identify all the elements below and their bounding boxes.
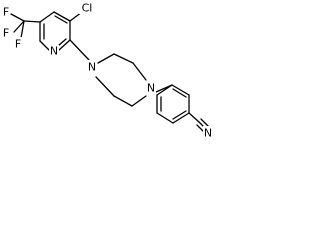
atom-label-layer: F F F Cl N N N N <box>1 1 214 140</box>
bond-c2-piperazine <box>69 39 90 61</box>
bond-c2-n <box>58 39 71 51</box>
molecule-structure: F F F Cl N N N N <box>1 1 214 140</box>
atom-f1: F <box>1 6 10 19</box>
atom-pyridine-n-label: N <box>50 45 58 58</box>
atom-f3: F <box>14 37 23 51</box>
atom-cl-label: Cl <box>82 2 93 15</box>
atom-piperazine-n1-label: N <box>88 61 96 74</box>
atom-pyridine-n: N <box>49 45 59 58</box>
bond-pip-4 <box>131 95 147 107</box>
bond-ph-cn <box>188 112 200 123</box>
bond-ph-3-double <box>172 110 187 120</box>
bond-layer <box>10 11 210 134</box>
bond-c5-c4 <box>39 11 55 23</box>
atom-f2-label: F <box>3 27 9 40</box>
bond-c4-c3 <box>53 11 71 22</box>
bond-c4-c3-double <box>54 15 68 24</box>
bond-c2-n-double <box>57 38 67 47</box>
atom-piperazine-n2-label: N <box>147 82 155 95</box>
bond-f1-cf3 <box>10 13 25 22</box>
bond-pip-1 <box>97 53 115 64</box>
bond-cn-triple-b <box>200 118 210 128</box>
bond-ph-3 <box>172 112 190 124</box>
bond-cf3-ring <box>23 20 41 23</box>
atom-f2: F <box>1 26 10 40</box>
bond-pip-5 <box>113 95 133 107</box>
atom-f3-label: F <box>15 38 21 51</box>
bond-ph-6 <box>156 84 173 96</box>
bond-pip-6 <box>95 76 115 97</box>
atom-nitrile-n-label: N <box>204 127 212 140</box>
bond-ph-1 <box>171 84 190 96</box>
atom-nitrile-n: N <box>203 126 214 140</box>
atom-f1-label: F <box>3 6 9 19</box>
atom-piperazine-n1: N <box>87 60 97 74</box>
bond-pip-2 <box>113 53 134 64</box>
bond-ph-1-double <box>172 88 187 98</box>
atom-cl: Cl <box>79 1 94 15</box>
bond-f2-cf3 <box>13 20 25 33</box>
bond-f3-cf3 <box>20 20 25 39</box>
atom-piperazine-n2: N <box>146 81 156 95</box>
bond-pip-3 <box>132 62 147 81</box>
bond-ph-4 <box>156 112 174 124</box>
bond-n-c6 <box>39 40 50 51</box>
